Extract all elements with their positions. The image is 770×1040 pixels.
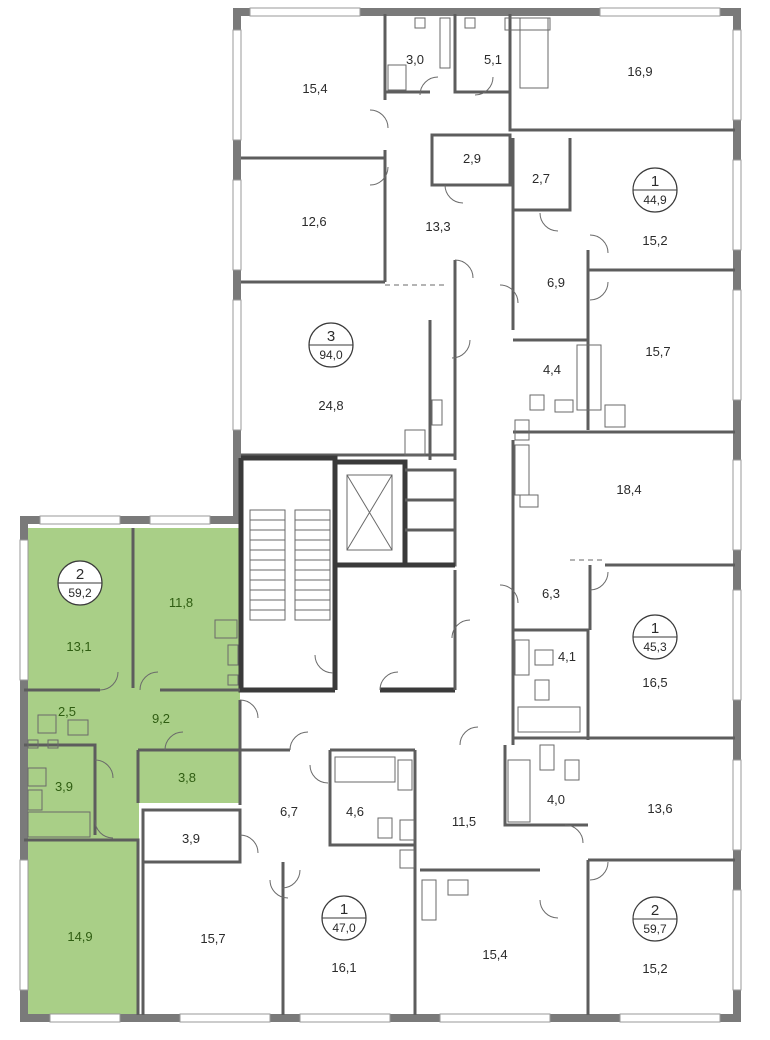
apartment-badge[interactable]: 1 44,9	[632, 167, 678, 213]
room-area-label: 11,5	[452, 814, 476, 829]
svg-text:2: 2	[651, 902, 659, 919]
room-area-label: 3,9	[55, 779, 73, 794]
svg-text:59,7: 59,7	[643, 922, 667, 936]
svg-text:44,9: 44,9	[643, 193, 667, 207]
svg-text:59,2: 59,2	[68, 586, 92, 600]
room-area-label: 3,8	[178, 770, 196, 785]
room-area-label: 16,9	[627, 64, 652, 79]
room-area-label: 13,1	[66, 639, 91, 654]
svg-text:45,3: 45,3	[643, 640, 667, 654]
room-area-label: 11,8	[169, 595, 193, 610]
elevator	[346, 474, 393, 551]
room-area-label: 13,3	[425, 219, 450, 234]
room-area-label: 2,7	[532, 171, 550, 186]
room-area-label: 2,9	[463, 151, 481, 166]
fixtures	[27, 17, 626, 921]
interior-walls	[24, 14, 735, 1015]
room-area-label: 18,4	[616, 482, 641, 497]
room-area-label: 2,5	[58, 704, 76, 719]
room-area-label: 9,2	[152, 711, 170, 726]
room-area-label: 15,7	[645, 344, 670, 359]
staircase	[249, 509, 331, 621]
room-area-label: 6,9	[547, 275, 565, 290]
apartment-badge[interactable]: 3 94,0	[308, 322, 354, 368]
room-area-label: 13,6	[647, 801, 672, 816]
room-area-label: 4,6	[346, 804, 364, 819]
room-labels: 15,4 3,0 5,1 16,9 2,9 2,7 12,6 13,3 15,2…	[55, 52, 673, 976]
room-area-label: 6,7	[280, 804, 298, 819]
exterior-walls	[19, 7, 742, 1023]
svg-text:1: 1	[651, 620, 659, 637]
room-area-label: 4,4	[543, 362, 561, 377]
room-area-label: 12,6	[301, 214, 326, 229]
doors	[94, 76, 609, 919]
room-area-label: 4,1	[558, 649, 576, 664]
svg-text:1: 1	[340, 901, 348, 918]
room-area-label: 16,5	[642, 675, 667, 690]
apartment-badge[interactable]: 2 59,7	[632, 896, 678, 942]
room-area-label: 3,9	[182, 831, 200, 846]
svg-text:1: 1	[651, 173, 659, 190]
room-area-label: 6,3	[542, 586, 560, 601]
svg-text:3: 3	[327, 328, 335, 345]
room-area-label: 5,1	[484, 52, 502, 67]
room-area-label: 14,9	[67, 929, 92, 944]
room-area-label: 15,2	[642, 233, 667, 248]
room-area-label: 15,2	[642, 961, 667, 976]
apartment-badge[interactable]: 2 59,2	[57, 560, 103, 606]
room-area-label: 4,0	[547, 792, 565, 807]
svg-text:94,0: 94,0	[319, 348, 343, 362]
apartment-badge[interactable]: 1 47,0	[321, 895, 367, 941]
apartment-badge[interactable]: 1 45,3	[632, 614, 678, 660]
svg-text:47,0: 47,0	[332, 921, 356, 935]
svg-text:2: 2	[76, 566, 84, 583]
room-area-label: 15,4	[482, 947, 507, 962]
room-area-label: 15,4	[302, 81, 327, 96]
room-area-label: 16,1	[331, 960, 356, 975]
room-area-label: 24,8	[318, 398, 343, 413]
room-area-label: 15,7	[200, 931, 225, 946]
room-area-label: 3,0	[406, 52, 424, 67]
